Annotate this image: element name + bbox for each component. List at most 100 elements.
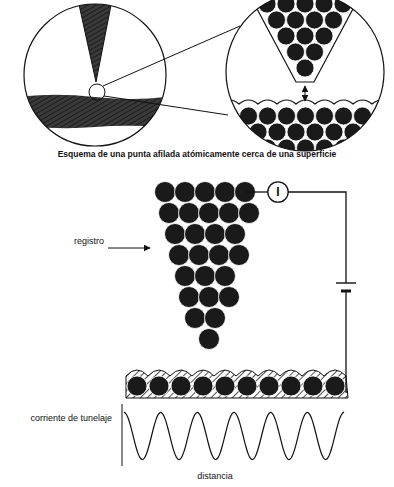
surface-atom [392, 139, 394, 157]
zoom-line [104, 96, 228, 115]
label-text: registro [74, 236, 104, 246]
schematic [108, 182, 356, 467]
surface-atom [306, 123, 324, 141]
caption-text: Esquema de una punta afilada atómicament… [58, 149, 337, 159]
surface-atom [259, 107, 277, 125]
surface-atom [354, 139, 372, 157]
wire [288, 192, 346, 283]
surface-atom [268, 123, 286, 141]
surface-atom [127, 376, 147, 396]
probe-atom [205, 224, 226, 245]
tip-atom [306, 11, 324, 29]
surface-outline [220, 100, 394, 104]
tip-outline [248, 0, 362, 82]
probe-atom [179, 287, 200, 308]
battery-plate [336, 282, 356, 283]
probe-atom [165, 224, 186, 245]
surface-atom [363, 155, 381, 173]
caption: Esquema de una punta afilada atómicament… [12, 150, 382, 160]
tip-atom [277, 0, 295, 13]
axis-label: distancia [170, 471, 260, 481]
probe-atom [195, 266, 216, 287]
battery-plate [341, 290, 351, 293]
surface-atom [316, 107, 334, 125]
tip-atom [296, 27, 314, 45]
ammeter-circle: I [267, 181, 289, 203]
surface-atom [392, 107, 394, 125]
surface-atom [325, 123, 343, 141]
tip-atom [315, 27, 333, 45]
probe-atom [199, 287, 220, 308]
surface-atom [249, 123, 267, 141]
probe-atom [179, 203, 200, 224]
overview-circle [10, 0, 240, 146]
gap-arrow [305, 86, 306, 101]
surface-atom [297, 107, 315, 125]
circle-outline [226, 0, 384, 151]
surface-atom [237, 376, 257, 396]
surface-atom [344, 155, 362, 173]
pointer-arrow [108, 248, 150, 249]
surface-atom [193, 376, 213, 396]
tip-atom [296, 59, 314, 77]
meter-symbol: I [276, 185, 279, 199]
circle-outline [24, 4, 166, 146]
probe-atom [219, 203, 240, 224]
surface-atom [259, 376, 279, 396]
probe-atom [219, 287, 240, 308]
surface-atom [373, 139, 391, 157]
meter-outline [268, 182, 288, 202]
surface-atom [335, 107, 353, 125]
probe-atom [175, 182, 196, 203]
tip-atom [315, 0, 333, 13]
surface-atom [354, 107, 372, 125]
surface-atom [171, 376, 191, 396]
probe-atom [225, 224, 246, 245]
surface-atom [363, 123, 381, 141]
probe-atom [215, 182, 236, 203]
part-label: registro [40, 236, 104, 246]
zoom-circle [89, 84, 105, 100]
probe-atom [215, 266, 236, 287]
probe-atom [155, 182, 176, 203]
surface-atom [278, 107, 296, 125]
current-curve [124, 412, 344, 460]
surface-atom [382, 123, 394, 141]
axis-label: corriente de tunelaje [30, 413, 112, 423]
surface-atom [281, 376, 301, 396]
wire [246, 191, 268, 192]
surface-atom [230, 123, 248, 141]
probe-atom [185, 308, 206, 329]
tip-atom [325, 11, 343, 29]
probe-atom [239, 203, 260, 224]
tip-atom [268, 11, 286, 29]
surface-atom [215, 376, 235, 396]
surface-atom [303, 376, 323, 396]
surface-atom [335, 139, 353, 157]
surface-atom [240, 107, 258, 125]
probe-atom [189, 245, 210, 266]
probe-atom [209, 245, 230, 266]
probe-atom [169, 245, 190, 266]
tip-atom [296, 0, 314, 13]
surface-atom [287, 123, 305, 141]
surface-atom [373, 107, 391, 125]
probe-atom [199, 203, 220, 224]
wire [346, 291, 348, 392]
label-text: distancia [197, 471, 233, 481]
probe-atom [175, 266, 196, 287]
tip-atom [287, 43, 305, 61]
probe-atom [229, 245, 250, 266]
probe-atom [185, 224, 206, 245]
probe-atom [159, 203, 180, 224]
surface-atom [149, 376, 169, 396]
surface-atom [325, 376, 345, 396]
atomic-circle [220, 0, 394, 173]
surface-atom [344, 123, 362, 141]
probe-atom [195, 182, 216, 203]
probe-atom [199, 329, 220, 350]
surface-atom [382, 155, 394, 173]
probe-atom [205, 308, 226, 329]
probe-tip [78, 0, 112, 82]
sample-surface [126, 370, 348, 398]
